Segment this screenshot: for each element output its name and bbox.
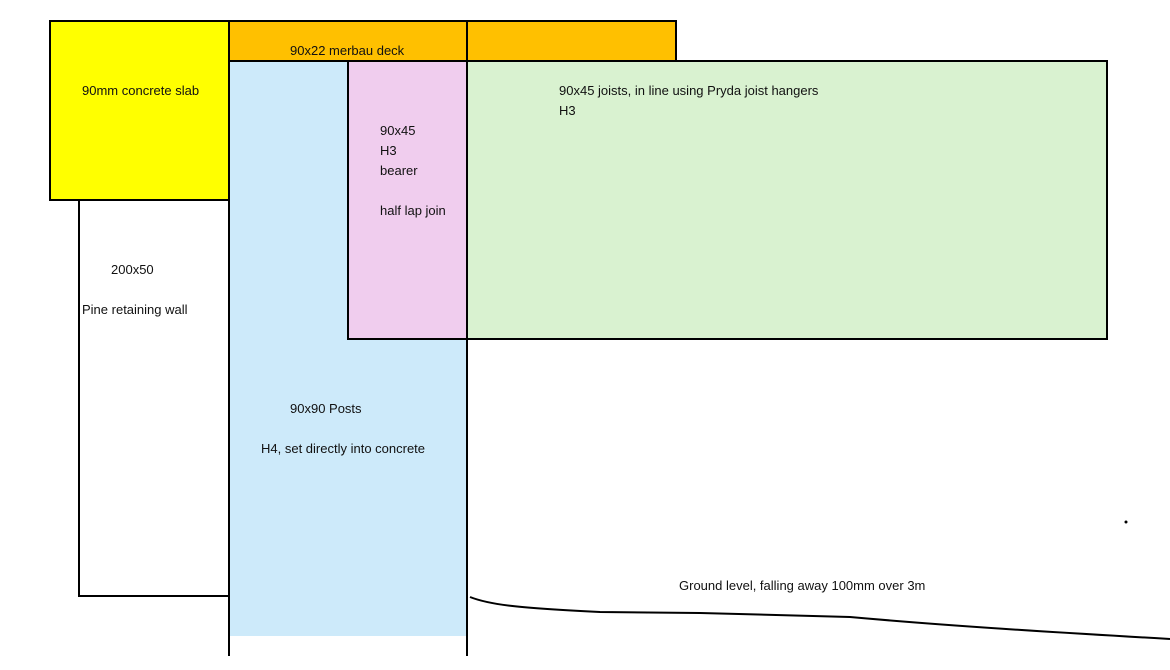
retaining-wall-label-line1: 200x50 [111,262,154,277]
retaining-wall-outline [78,200,229,597]
concrete-slab-shape [49,20,230,201]
joists-shape [466,60,1108,340]
bearer-shape [347,60,468,340]
bearer-label-line1: 90x45 [380,123,416,138]
bearer-label-line2: H3 [380,143,397,158]
posts-label-line2: H4, set directly into concrete [261,441,426,456]
bearer-label-line3: bearer [380,163,418,178]
joists-label-line1: 90x45 joists, in line using Pryda joist … [559,83,819,98]
deck-label: 90x22 merbau deck [290,43,405,58]
ground-level-label: Ground level, falling away 100mm over 3m [679,578,926,593]
concrete-slab-label: 90mm concrete slab [82,83,200,98]
ground-level-line [469,596,1170,640]
bearer-label-line4: half lap join [380,203,446,218]
stray-dot-mark [1124,520,1128,524]
deck-boards-shape [228,20,677,62]
retaining-wall-label-line2: Pine retaining wall [82,300,188,320]
posts-label-line1: 90x90 Posts [290,401,362,416]
joists-label-line2: H3 [559,103,576,118]
